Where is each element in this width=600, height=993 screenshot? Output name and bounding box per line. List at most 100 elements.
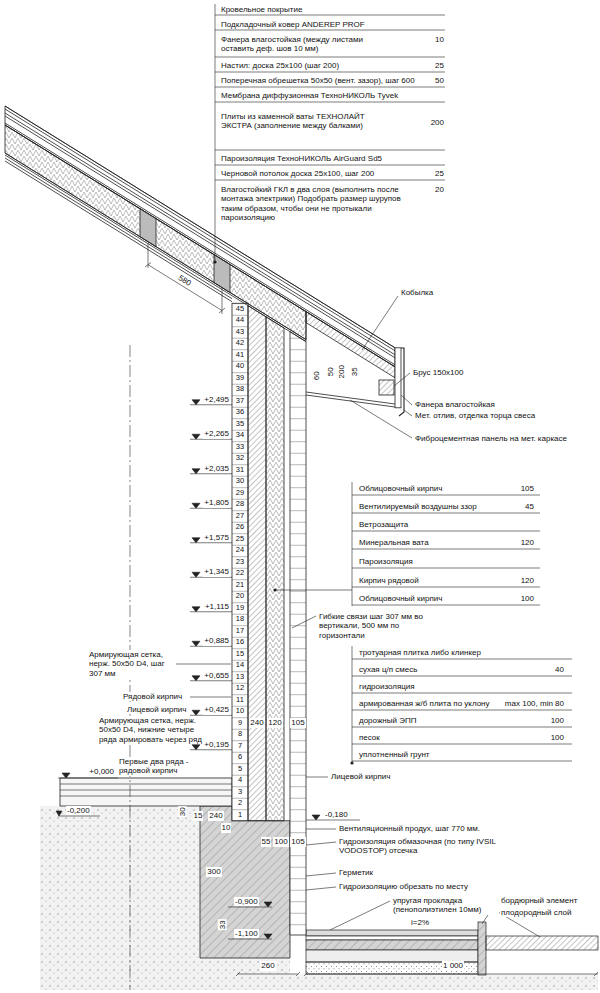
brick-number: 5 bbox=[237, 765, 243, 774]
dimension: 33 bbox=[217, 920, 226, 931]
brick-number: 25 bbox=[235, 535, 245, 544]
callout-label: Ветрозащита bbox=[358, 520, 409, 529]
dimension: 300 bbox=[206, 867, 221, 876]
elevation-mark: -0,900 bbox=[234, 897, 259, 906]
callout-label: дорожный ЭПП bbox=[358, 716, 417, 725]
leader-dot bbox=[350, 761, 353, 764]
brick-number: 17 bbox=[235, 627, 245, 636]
callout-label: Фиброцементная панель на мет. каркасе bbox=[414, 434, 568, 443]
callout-label: Мет. отлив, отделка торца свеса bbox=[414, 411, 536, 420]
dimension: 105 bbox=[290, 718, 305, 727]
leader-dots bbox=[213, 260, 353, 764]
concrete-foundation bbox=[200, 806, 290, 958]
callout-label: Пароизоляция bbox=[358, 557, 414, 566]
interior-brick bbox=[232, 303, 248, 821]
drip-edge bbox=[399, 348, 404, 416]
thickness-value: 105 bbox=[520, 484, 535, 493]
roof bbox=[5, 106, 404, 416]
dimension: 240 bbox=[249, 718, 264, 727]
callout-label: тротуарная плитка либо клинкер bbox=[358, 648, 482, 657]
brick-number: 36 bbox=[235, 408, 245, 417]
brick-number: 22 bbox=[235, 569, 245, 578]
brick-number: 24 bbox=[235, 546, 245, 555]
callout-label: Вентилируемый воздушны ззор bbox=[358, 502, 478, 511]
fertile-soil bbox=[486, 936, 598, 950]
brick-number: 18 bbox=[235, 615, 245, 624]
brick-number: 40 bbox=[235, 362, 245, 371]
floor-table-lines bbox=[352, 646, 572, 763]
brick-number: 42 bbox=[235, 339, 245, 348]
callout-label: Гидроизоляцию обрезать по месту bbox=[338, 882, 469, 891]
elevation-mark: -0,180 bbox=[324, 810, 349, 819]
callout-label: Черновой потолок доска 25х100, шаг 200 bbox=[220, 169, 375, 178]
brick-number: 7 bbox=[237, 742, 243, 751]
brick-number: 31 bbox=[235, 466, 245, 475]
leader-lines bbox=[176, 4, 572, 937]
callout-label: песок bbox=[358, 733, 381, 742]
callout-label: Герметик bbox=[338, 868, 374, 877]
brick-number: 29 bbox=[235, 489, 245, 498]
brick-number: 27 bbox=[235, 512, 245, 521]
dimension: 30 bbox=[177, 807, 186, 818]
callout-label: Рядовой кирпич bbox=[122, 692, 183, 701]
brick-number: 45 bbox=[235, 305, 245, 314]
dimension: 15 bbox=[193, 811, 204, 820]
callout-label: Кирпич рядовой bbox=[358, 576, 420, 585]
brick-number: 38 bbox=[235, 385, 245, 394]
callout-label: Минеральная вата bbox=[358, 538, 430, 547]
brick-number: 11 bbox=[235, 696, 245, 705]
callout-label: Фанера влагостойкая bbox=[414, 400, 496, 409]
callout-label: Облицовочный кирпич bbox=[358, 484, 443, 493]
rafter bbox=[214, 255, 230, 293]
brick-number: 32 bbox=[235, 454, 245, 463]
callout-label: Фанера влагостойкая (между листами остав… bbox=[220, 35, 382, 54]
roof-layer-lines bbox=[5, 106, 395, 367]
brick-number: 1 bbox=[237, 811, 243, 820]
brick-number: 14 bbox=[235, 661, 245, 670]
brick-number: 13 bbox=[235, 673, 245, 682]
brick-number: 41 bbox=[235, 351, 245, 360]
wall bbox=[232, 303, 306, 935]
callout-label: Армирующая сетка, нерж. 50х50 D4, шаг 30… bbox=[88, 650, 175, 678]
dimension: 105 bbox=[290, 837, 305, 846]
elevation-mark: +0,000 bbox=[88, 767, 115, 776]
elevation-mark: -0,200 bbox=[66, 806, 91, 815]
leader-dot bbox=[213, 260, 216, 263]
callout-label: Гибкие связи шаг 307 мм во вертикали, 50… bbox=[318, 612, 445, 640]
callout-label: Брус 150х100 bbox=[412, 368, 464, 377]
elevation-mark: +1,345 bbox=[203, 567, 230, 576]
dimension: 60 bbox=[311, 371, 320, 382]
elevation-mark: +2,495 bbox=[203, 395, 230, 404]
beam bbox=[379, 380, 394, 395]
paving-tile bbox=[306, 930, 478, 936]
brick-number: 37 bbox=[235, 397, 245, 406]
callout-label: i=2% bbox=[410, 918, 430, 927]
callout-label: Облицовочный кирпич bbox=[358, 594, 443, 603]
brick-number: 35 bbox=[235, 420, 245, 429]
curb bbox=[478, 922, 486, 975]
thickness-value: 100 bbox=[520, 594, 535, 603]
rafter bbox=[140, 209, 156, 247]
dimension: 35 bbox=[349, 367, 358, 378]
wall-table-lines bbox=[275, 482, 540, 606]
thickness-value: 45 bbox=[524, 502, 535, 511]
callout-label: Гидроизоляция обмазочная (по типу IVSIL … bbox=[338, 837, 540, 856]
wall-leaders bbox=[176, 616, 316, 697]
callout-label: Пароизоляция ТехноНИКОЛЬ AirGuard Sd5 bbox=[220, 154, 383, 163]
dimension-lines bbox=[145, 243, 598, 976]
level-triangles bbox=[56, 773, 320, 939]
brick-number: 44 bbox=[235, 316, 245, 325]
dry-mix bbox=[306, 936, 478, 940]
thickness-value: 100 bbox=[550, 733, 565, 742]
brick-number: 26 bbox=[235, 523, 245, 532]
callout-label: Первые два ряда - рядовой кирпич bbox=[118, 757, 200, 776]
brick-number: 21 bbox=[235, 581, 245, 590]
thickness-value: 40 bbox=[554, 665, 565, 674]
elevation-mark: +0,655 bbox=[203, 671, 230, 680]
callout-label: упругая прокладка (пенополиэтилен 10мм) bbox=[392, 896, 499, 915]
dim-bottom bbox=[236, 972, 598, 976]
dimension: 200 bbox=[337, 364, 346, 379]
callout-label: Вентиляционный продух, шаг 770 мм. bbox=[338, 824, 481, 833]
callout-label: Кобылка bbox=[400, 288, 434, 297]
brick-number: 12 bbox=[235, 684, 245, 693]
